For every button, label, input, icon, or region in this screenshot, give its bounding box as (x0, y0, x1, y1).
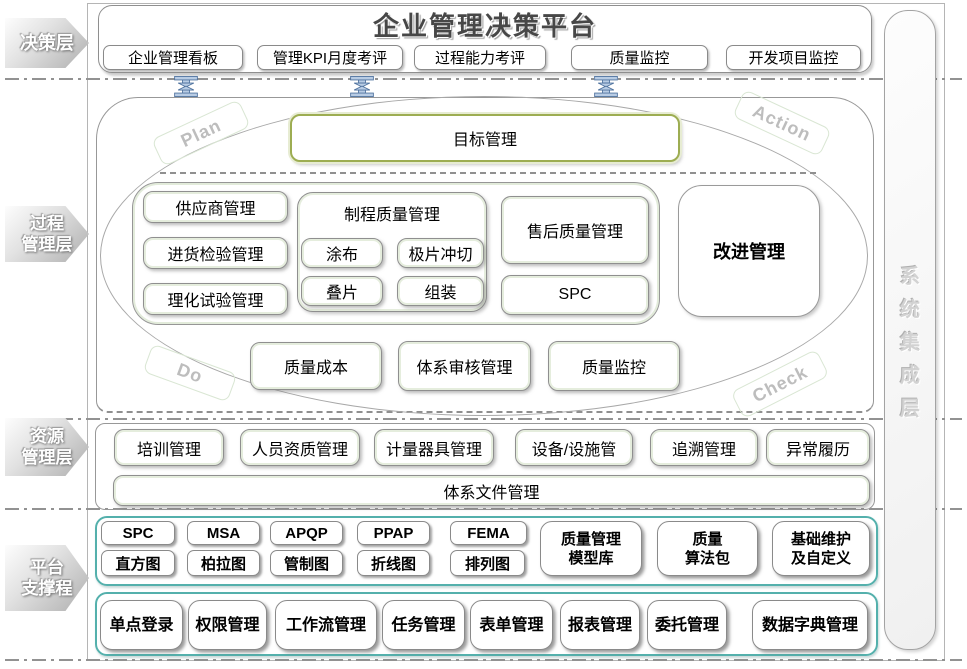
process-group-container (132, 182, 660, 325)
box-abnormal-history[interactable]: 异常履历 (766, 429, 870, 466)
right-panel-char: 统 (900, 299, 920, 321)
box-physical-chemical-test[interactable]: 理化试验管理 (143, 283, 288, 315)
module-line: 质量 (692, 530, 723, 548)
layer-label-resource-line1: 资源 (30, 427, 64, 446)
button-kpi-review[interactable]: 管理KPI月度考评 (257, 45, 403, 70)
module-line: 算法包 (684, 549, 730, 567)
layer-label-platform-line1: 平台 (30, 558, 64, 577)
tool-msa[interactable]: MSA (187, 521, 260, 545)
box-equipment-facilities[interactable]: 设备/设施管 (515, 429, 633, 466)
tool-pareto-diagram[interactable]: 排列图 (450, 550, 525, 576)
right-panel-char: 层 (900, 398, 920, 420)
layer-label-platform: 平台支撑程 (5, 545, 89, 611)
box-spc[interactable]: SPC (501, 275, 649, 315)
module-quality-model-library[interactable]: 质量管理模型库 (540, 521, 642, 576)
module-quality-algorithm-pack[interactable]: 质量算法包 (657, 521, 758, 576)
tool-spc[interactable]: SPC (101, 521, 175, 545)
box-permission-management[interactable]: 权限管理 (188, 600, 267, 650)
decision-layer-container (98, 5, 872, 73)
base-layer-container (95, 592, 878, 656)
tool-line-chart[interactable]: 折线图 (357, 550, 430, 576)
layer-label-process-line1: 过程 (30, 214, 64, 233)
tool-fema[interactable]: FEMA (450, 521, 527, 545)
box-workflow-management[interactable]: 工作流管理 (275, 600, 377, 650)
sync-arrows-icon (174, 76, 198, 97)
button-project-monitor[interactable]: 开发项目监控 (726, 45, 861, 70)
box-data-dictionary[interactable]: 数据字典管理 (752, 600, 868, 650)
button-dashboard[interactable]: 企业管理看板 (103, 45, 243, 70)
tool-apqp[interactable]: APQP (270, 521, 343, 545)
box-task-management[interactable]: 任务管理 (382, 600, 465, 650)
right-panel-char: 集 (900, 332, 920, 354)
module-line: 模型库 (568, 549, 614, 567)
box-system-audit[interactable]: 体系审核管理 (398, 341, 531, 391)
box-document-management[interactable]: 体系文件管理 (113, 475, 870, 506)
process-quality-title: 制程质量管理 (343, 207, 440, 224)
module-base-maintenance[interactable]: 基础维护及自定义 (772, 521, 870, 576)
box-report-management[interactable]: 报表管理 (560, 600, 640, 650)
box-quality-cost[interactable]: 质量成本 (250, 342, 382, 390)
layer-label-platform-line2: 支撑程 (21, 579, 73, 598)
box-assembly[interactable]: 组装 (397, 276, 484, 306)
box-traceability[interactable]: 追溯管理 (650, 429, 758, 466)
layer-label-decision: 决策层 (5, 18, 89, 68)
box-form-management[interactable]: 表单管理 (470, 600, 553, 650)
tool-ppap[interactable]: PPAP (357, 521, 430, 545)
layer-label-process-line2: 管理层 (21, 235, 73, 254)
box-stacking[interactable]: 叠片 (301, 276, 383, 306)
module-line: 质量管理 (560, 530, 621, 548)
module-line: 基础维护 (790, 530, 851, 548)
box-coating[interactable]: 涂布 (301, 238, 383, 268)
box-measuring-instruments[interactable]: 计量器具管理 (374, 429, 494, 466)
box-improvement-management[interactable]: 改进管理 (678, 185, 820, 317)
layer-label-process: 过程管理层 (5, 206, 89, 262)
module-line: 及自定义 (790, 549, 851, 567)
goal-management-box[interactable]: 目标管理 (290, 114, 680, 162)
sync-arrows-icon (350, 76, 374, 97)
box-incoming-inspection[interactable]: 进货检验管理 (143, 237, 288, 269)
sync-arrows-icon (594, 76, 618, 97)
tool-histogram[interactable]: 直方图 (101, 550, 175, 576)
layer-separator-2 (5, 418, 962, 420)
box-single-sign-on[interactable]: 单点登录 (100, 600, 183, 650)
system-integration-panel: 系 统 集 成 层 (884, 10, 936, 650)
layer-label-resource-line2: 管理层 (21, 448, 73, 467)
pdca-ellipse (100, 96, 868, 416)
button-quality-monitor[interactable]: 质量监控 (571, 45, 708, 70)
box-quality-monitor[interactable]: 质量监控 (548, 341, 680, 391)
box-electrode-punching[interactable]: 极片冲切 (397, 238, 484, 268)
layer-separator-1 (5, 78, 962, 80)
tool-pareto[interactable]: 柏拉图 (187, 550, 260, 576)
right-panel-char: 成 (900, 365, 920, 387)
box-supplier-management[interactable]: 供应商管理 (143, 191, 288, 223)
right-panel-char: 系 (900, 266, 920, 288)
box-after-sales-quality[interactable]: 售后质量管理 (501, 196, 649, 264)
page-title: 企业管理决策平台 (372, 11, 597, 41)
pdca-divider-line (160, 172, 816, 174)
button-capability-review[interactable]: 过程能力考评 (414, 45, 546, 70)
tool-control-chart[interactable]: 管制图 (270, 550, 343, 576)
resource-layer-container (95, 423, 875, 510)
box-personnel-qualification[interactable]: 人员资质管理 (240, 429, 360, 466)
layer-label-resource: 资源管理层 (5, 418, 89, 476)
layer-separator-4 (5, 659, 962, 661)
platform-layer-container (95, 516, 878, 586)
layer-label-decision-text: 决策层 (20, 32, 74, 53)
box-delegation-management[interactable]: 委托管理 (647, 600, 727, 650)
box-training-management[interactable]: 培训管理 (114, 429, 224, 466)
